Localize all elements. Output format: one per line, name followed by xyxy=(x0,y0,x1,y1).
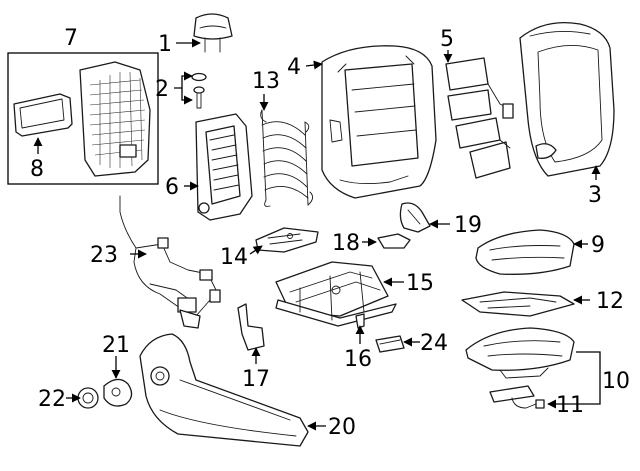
part-7-slot xyxy=(119,144,137,158)
callout-21: 21 xyxy=(102,333,130,358)
callout-19: 19 xyxy=(454,213,482,238)
callout-13: 13 xyxy=(252,69,280,94)
part-5-heater-elements xyxy=(445,57,514,179)
callout-17: 17 xyxy=(242,367,270,392)
part-8-face xyxy=(19,98,65,129)
part-2-fastener xyxy=(191,72,207,109)
callout-16: 16 xyxy=(344,347,372,372)
part-14-support-plate xyxy=(255,227,319,253)
part-1-headrest xyxy=(193,13,233,53)
callout-24: 24 xyxy=(420,331,448,356)
part-3-seatback-cover xyxy=(519,21,615,177)
callout-18: 18 xyxy=(332,231,360,256)
part-8-module xyxy=(13,93,73,137)
part-10-cushion-pad xyxy=(465,327,575,379)
part-23-wiring-harness xyxy=(119,195,221,329)
part-18-clip xyxy=(377,233,411,249)
callout-12: 12 xyxy=(596,289,624,314)
part-7-back-panel xyxy=(79,61,151,177)
callout-6: 6 xyxy=(165,175,179,200)
part-11-sensor xyxy=(489,385,545,409)
part-17-bracket xyxy=(237,303,265,351)
callout-9: 9 xyxy=(591,233,605,258)
callout-22: 22 xyxy=(38,387,66,412)
callout-5: 5 xyxy=(440,27,454,52)
part-7-frame-box xyxy=(7,52,159,185)
callout-labels: 1 2 3 4 5 6 7 8 9 10 11 12 13 14 15 16 1… xyxy=(30,26,630,440)
callout-14: 14 xyxy=(220,245,248,270)
leader-lines xyxy=(33,38,601,431)
part-12-cushion-heater xyxy=(461,291,575,317)
part-6-seatback-frame xyxy=(195,113,253,221)
callout-11: 11 xyxy=(556,393,584,418)
part-20-side-shield xyxy=(139,333,309,447)
part-16-pin xyxy=(355,313,365,329)
part-19-bracket xyxy=(399,202,431,233)
part-4-seatback-pad xyxy=(321,45,437,199)
callout-15: 15 xyxy=(406,271,434,296)
part-22-cap xyxy=(77,387,99,409)
callout-3: 3 xyxy=(588,183,602,208)
callout-1: 1 xyxy=(158,32,172,57)
callout-4: 4 xyxy=(287,55,301,80)
part-7-trim-panel-group xyxy=(7,52,159,185)
callout-10: 10 xyxy=(602,369,630,394)
callout-8: 8 xyxy=(30,157,44,182)
part-13-spring-mat xyxy=(260,109,313,207)
callout-2: 2 xyxy=(155,77,169,102)
callout-20: 20 xyxy=(328,415,356,440)
callout-7: 7 xyxy=(64,26,78,51)
part-9-cushion-cover xyxy=(475,229,575,275)
part-24-switch xyxy=(375,335,405,353)
callout-23: 23 xyxy=(90,243,118,268)
part-15-seat-adjuster xyxy=(275,261,397,327)
part-7-mesh xyxy=(89,71,146,168)
part-21-knob xyxy=(103,378,133,407)
